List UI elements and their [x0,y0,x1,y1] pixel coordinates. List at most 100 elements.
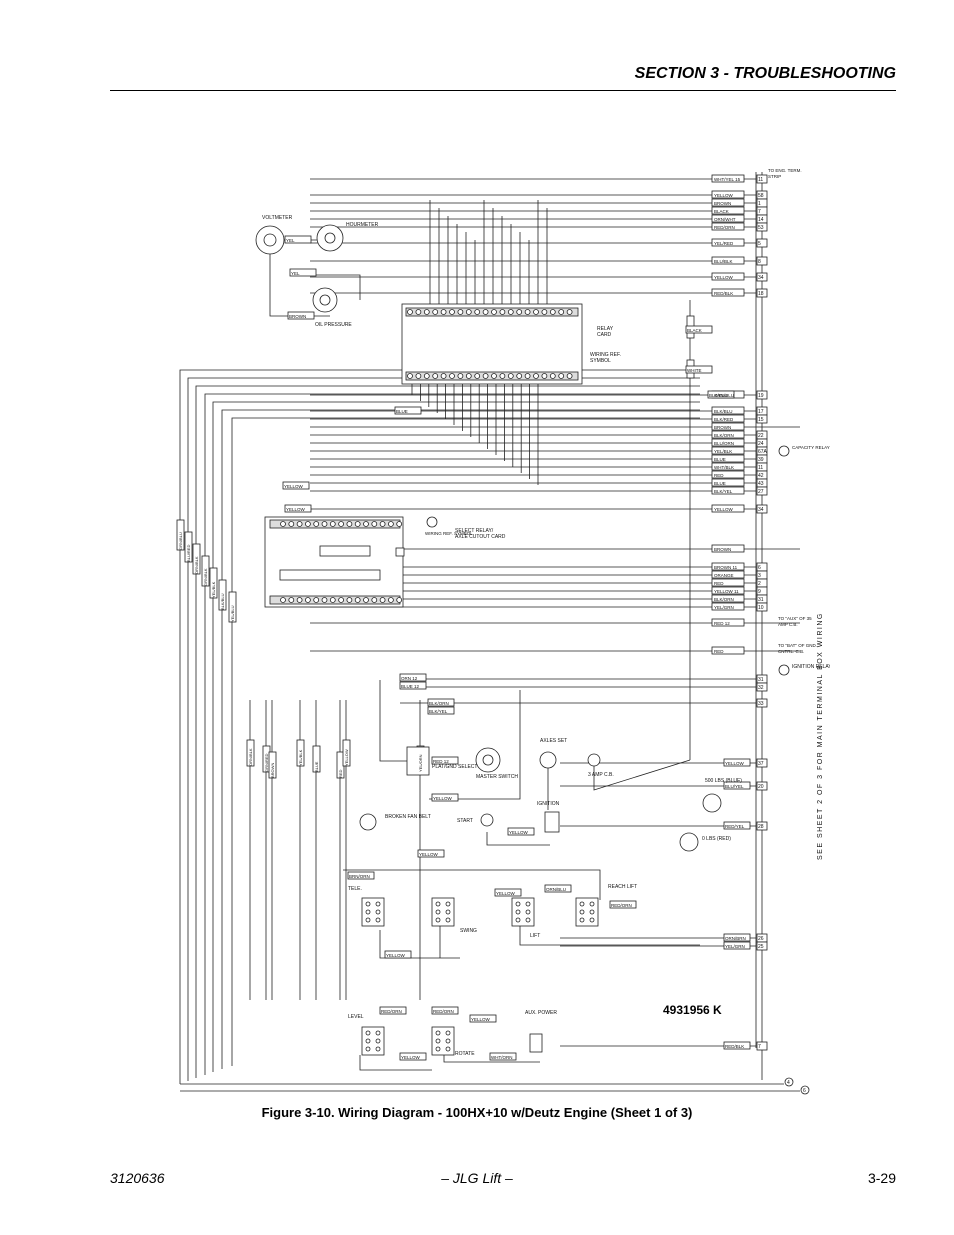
terminal-number: 5 [758,241,761,247]
wire-color-tag [394,406,422,415]
wire-color-label: YEL/ORN [418,754,423,772]
wire-color-label: BROWN [714,425,731,430]
terminal-number: 43 [758,481,764,487]
wire [359,1055,432,1071]
wire-color-label: YELLOW [714,193,734,198]
terminal-number: 11 [758,177,763,183]
lbs-0-label: 0 LBS (RED) [702,836,731,842]
wire-color-label: YEL/RED [714,241,734,246]
wire-color-tag [723,781,751,790]
broken-fan-belt-switch [359,813,377,831]
select-relay-label: SELECT RELAY/ [455,528,494,534]
level-valve-pin [365,1046,371,1052]
relay-terminal [423,373,430,379]
wire-color-label: BROWN 11 [714,565,738,570]
wire [187,377,700,1081]
wire-color-tag [218,579,227,611]
wire-color-label: ORN/BLK [248,748,253,766]
wire-color-label: YEL/BLU [230,605,235,622]
master-switch-center [482,754,494,766]
wire-color-tag [192,543,201,575]
wire-color-label: YELLOW [496,891,516,896]
oil-pressure-label: OIL PRESSURE [315,322,352,328]
wire [204,393,700,1075]
terminal-number: 17 [758,409,764,415]
select-relay-terminal [354,597,361,603]
wire-color-tag [399,681,427,690]
wire-color-label: YELLOW [725,761,745,766]
select-relay-terminal [296,521,303,527]
terminal-number: 67A [758,449,768,455]
relay-terminal [549,309,556,315]
wiring-ref-label-2: WIRING REF. SYMBOL [425,531,473,536]
tele-valve-pin [375,901,381,907]
select-relay-terminal [338,521,345,527]
relay-terminal [457,309,464,315]
reach-lift-valve-pin [589,901,595,907]
terminal-number: 31 [758,677,764,683]
relay-terminal [407,309,413,315]
wire-color-label: ORN/BLU [546,887,566,892]
wire-color-label: ORN/BLU [714,393,734,398]
wire-color-label: RED 12 [433,759,449,764]
level-valve-pin [375,1038,381,1044]
wire-color-label: YEL/BLK [714,449,732,454]
rotate-valve-pin [445,1030,451,1036]
amp-cb-label: 3 AMP C.B. [588,772,614,778]
section-title: SECTION 3 - TROUBLESHOOTING [634,65,896,82]
capacity-relay-label: CAPACITY RELAY [792,445,830,450]
wire-color-label: WHITE [687,368,702,373]
amp-cb [587,753,601,767]
relay-terminal [465,373,472,379]
terminal-number: 27 [758,489,764,495]
to-aux-label: TO "AUX" OF 35 [778,616,812,621]
wire-color-label: BRN/ORN [349,874,370,879]
level-valve-label: LEVEL [348,1014,364,1020]
ignition-switch [544,811,560,833]
rotate-valve-pin [435,1046,441,1052]
terminal-number: 53 [758,225,764,231]
wire-color-tag [289,268,317,277]
wire [379,680,407,762]
wire-color-tag [296,739,305,767]
relay-terminal [533,309,539,315]
select-relay-terminal [288,597,295,603]
select-relay-terminal [313,597,320,603]
relay-terminal [507,373,514,379]
reach-lift-valve-pin [589,909,595,915]
swing-valve-pin [435,901,441,907]
wire-color-tag [685,365,713,374]
wire [379,930,460,959]
select-relay-terminal [304,597,311,603]
relay-terminal [558,309,565,315]
wire-color-label: ORN/WHT [714,217,736,222]
figure-caption: Figure 3-10. Wiring Diagram - 100HX+10 w… [261,1105,693,1120]
wire-color-tag [711,586,745,595]
lift-valve [511,897,535,927]
relay-terminal [499,309,506,315]
terminal-box [756,1041,768,1051]
oil-pressure-center [319,294,331,306]
wire-color-label: RED/YEL [725,824,745,829]
terminal-number: 7 [758,209,761,215]
footer-publisher: – JLG Lift – [441,1170,513,1186]
component-shapes [176,174,810,1095]
terminal-box [756,486,768,496]
tele-valve-pin [365,909,371,915]
wire-color-tag [711,454,745,463]
wire-color-tag [711,570,745,579]
wire-color-label: BLU/RED [186,545,191,562]
relay-terminal [449,373,455,379]
wire-color-label: YELLOW [401,1055,421,1060]
terminal-number: 26 [758,936,764,942]
terminal-box [756,272,768,282]
swing-valve-pin [435,917,441,923]
wire-color-tag [176,519,185,551]
relay-terminal [566,373,573,379]
wire-color-tag [427,706,455,715]
terminal-box [756,222,768,232]
terminal-number: 24 [758,441,764,447]
start-label: START [457,818,473,824]
select-relay-terminal [396,521,403,527]
